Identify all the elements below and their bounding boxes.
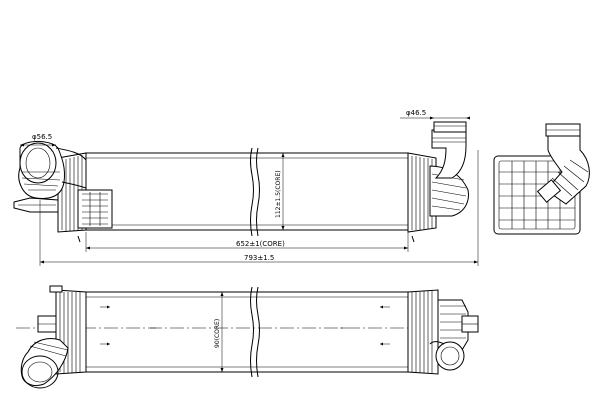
dim-overall-length: 793±1.5 xyxy=(39,150,479,266)
top-outlet-ring xyxy=(435,341,465,371)
front-view: φ56.5 φ46.5 112±1.5(CORE) 652±1(CORE) xyxy=(13,109,479,266)
dim-core-height: 112±1.5(CORE) xyxy=(275,153,285,230)
top-inlet-pipe xyxy=(20,338,69,387)
overall-length-label: 793±1.5 xyxy=(244,254,274,262)
top-core xyxy=(85,291,409,373)
front-break-line xyxy=(250,147,254,237)
inlet-diameter-label: φ56.5 xyxy=(32,133,52,141)
front-left-tank xyxy=(13,141,113,243)
core-thickness-label: 90(CORE) xyxy=(214,319,221,348)
dim-core-length: 652±1(CORE) xyxy=(85,232,409,252)
front-right-tank xyxy=(407,121,469,243)
top-right-tank xyxy=(407,289,479,375)
top-left-tank xyxy=(20,285,87,389)
core-height-label: 112±1.5(CORE) xyxy=(275,170,282,218)
dim-outlet-diameter: φ46.5 xyxy=(400,109,470,120)
dim-inlet-diameter: φ56.5 xyxy=(20,133,56,147)
dim-core-thickness: 90(CORE) xyxy=(214,292,224,372)
side-view xyxy=(493,123,590,235)
top-view: 90(CORE) xyxy=(16,285,479,389)
core-length-label: 652±1(CORE) xyxy=(236,240,285,248)
outlet-diameter-label: φ46.5 xyxy=(406,109,426,117)
front-core xyxy=(85,152,409,231)
